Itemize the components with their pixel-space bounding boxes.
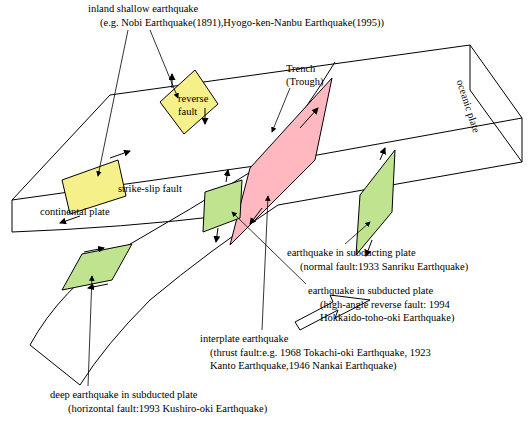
continental-bottom [12,215,230,232]
leader-line [88,276,92,386]
example-label: (thrust fault:e.g. 1968 Tokachi-oki Eart… [210,346,446,372]
normal-fault-plane [356,150,395,255]
slip-arrow [84,248,104,252]
leader-line [272,88,290,132]
slip-arrow [250,208,262,224]
deep-fault-plane [62,244,132,290]
slip-arrow [88,284,108,288]
slip-arrow [226,170,228,182]
leader-line [262,196,268,330]
slip-arrow [380,148,385,160]
slab-end [30,345,80,385]
slip-arrow [300,108,318,128]
slip-arrow [205,108,206,124]
heading-label: inland shallow earthquake [88,2,198,15]
heading-label: earthquake in subducted plate [308,284,433,297]
plate-label: continental plate [40,205,110,218]
heading-label: interplate earthquake [200,332,288,345]
fault-label: reverse fault [178,92,218,118]
slip-arrow [172,74,173,88]
trench-label: Trench (Trough) [286,62,336,88]
example-label: (horizontal fault:1993 Kushiro-oki Earth… [68,402,267,415]
leader-line [345,222,370,244]
fault-label: strike-slip fault [118,182,182,195]
slip-arrow [60,216,80,223]
example-label: (normal fault:1933 Sanriku Earthquake) [300,260,468,273]
heading-label: earthquake in subducting plate [287,246,416,259]
slip-arrow [110,151,130,158]
slip-arrow [216,228,218,242]
oceanic-bottom [278,162,522,205]
leader-line [150,30,178,98]
heading-label: deep earthquake in subducted plate [50,388,198,401]
interplate-plane [230,78,332,245]
right-face [470,45,522,162]
leader-line [98,30,128,176]
continental-left [12,200,13,232]
strike-slip-plane [62,160,126,214]
reverse-fault-plane [160,70,218,134]
example-label: (high-angle reverse fault: 1994 Hokkaido… [320,298,495,324]
example-label: (e.g. Nobi Earthquake(1891),Hyogo-ken-Na… [100,16,384,29]
high-angle-plane [203,180,242,232]
